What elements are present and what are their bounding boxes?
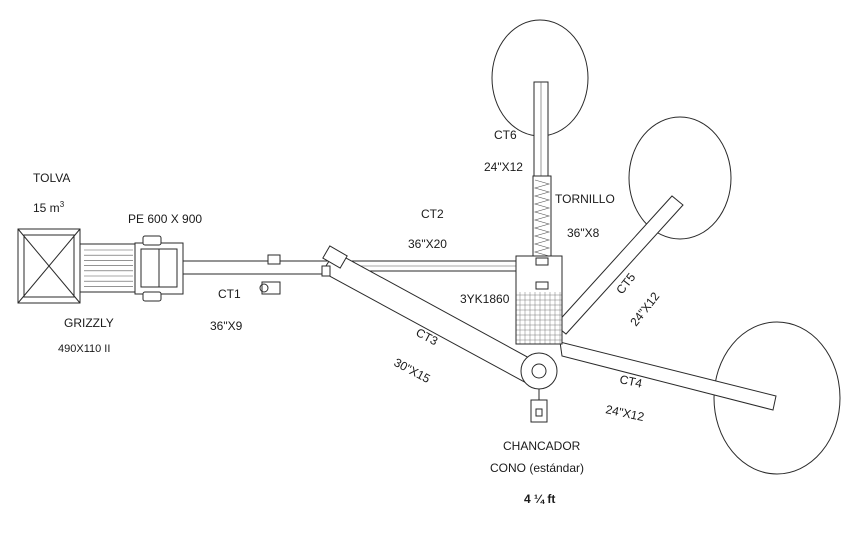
ct2-size: 36"X20 — [408, 237, 447, 251]
grizzly-label: GRIZZLY — [64, 316, 114, 330]
ct4-size: 24"X12 — [604, 402, 645, 424]
ct6-size: 24"X12 — [484, 160, 523, 174]
ct6-label: CT6 — [494, 128, 517, 142]
cone-crusher-type: CONO (estándar) — [490, 461, 584, 475]
conveyor-ct4 — [559, 341, 777, 411]
conveyor-ct1 — [181, 254, 333, 295]
stockpile-ct5 — [628, 116, 732, 240]
ct1-size: 36"X9 — [210, 319, 243, 333]
hopper-capacity: 15 m3 — [33, 200, 65, 215]
ct4-label: CT4 — [618, 372, 643, 390]
ct3-size: 30"X15 — [392, 355, 433, 386]
screw-conveyor — [532, 175, 552, 261]
hopper-label: TOLVA — [33, 171, 70, 185]
ct2-label: CT2 — [421, 207, 444, 221]
conveyor-ct2 — [344, 260, 518, 272]
stockpile-ct4 — [713, 321, 841, 475]
ct5-size: 24"X12 — [627, 289, 662, 329]
ct1-label: CT1 — [218, 287, 241, 301]
conveyor-ct5 — [554, 195, 684, 335]
cone-crusher-label: CHANCADOR — [503, 439, 581, 453]
grizzly-model: 490X110 II — [58, 343, 110, 355]
screw-conveyor-label: TORNILLO — [555, 192, 615, 206]
jaw-crusher-label: PE 600 X 900 — [128, 212, 202, 226]
screen-label: 3YK1860 — [460, 292, 510, 306]
cone-crusher-size: 4 ¼ ft — [524, 492, 555, 506]
vibrating-screen-3yk1860 — [515, 255, 563, 345]
cone-crusher — [520, 352, 558, 423]
jaw-crusher — [134, 235, 184, 302]
hopper-tolva — [17, 228, 81, 304]
screw-conveyor-size: 36"X8 — [567, 226, 600, 240]
grizzly-feeder — [79, 243, 136, 293]
